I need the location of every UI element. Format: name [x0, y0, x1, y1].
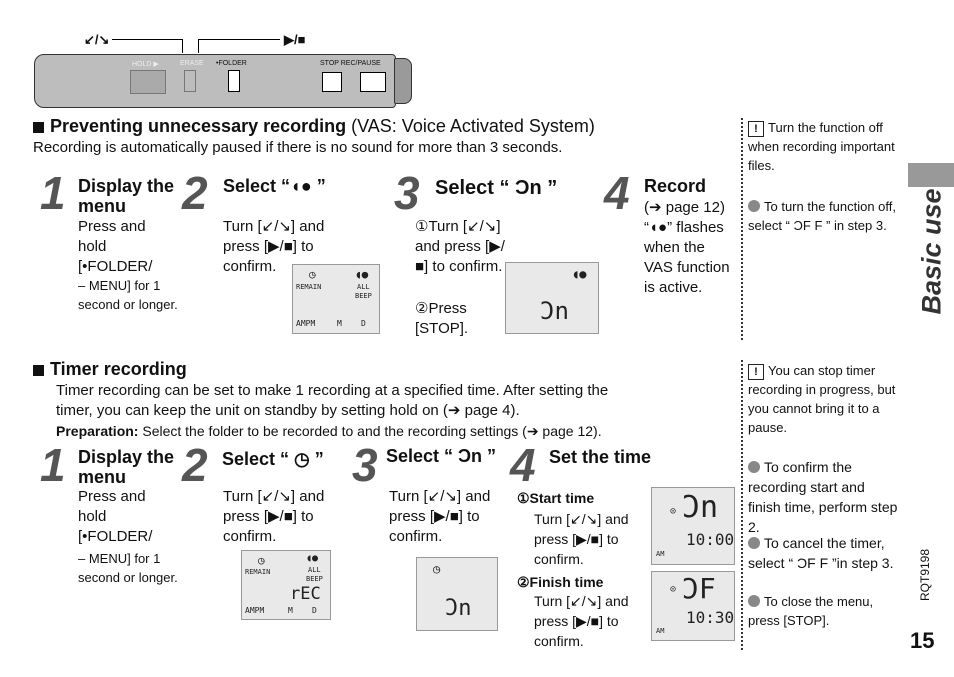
timer-step3-head: Select “ Ɔn ”	[386, 446, 497, 466]
erase-button[interactable]	[184, 70, 196, 92]
timer-lcd-step2: ◷ REMAIN ◖● ALL BEEP rEC AMPM M D	[241, 550, 331, 620]
hold-label: HOLD ▶	[132, 61, 159, 68]
device-illustration: ↙/↘ ▶/■ HOLD ▶ ERASE •FOLDER STOP REC/PA…	[30, 30, 415, 110]
hold-switch[interactable]	[130, 70, 166, 94]
vas-step1-head: Display the menu	[78, 176, 175, 216]
side-divider-2	[741, 360, 743, 650]
stop-rec-label: STOP REC/PAUSE	[320, 60, 381, 67]
vas-step3-head: Select “ Ɔn ”	[435, 177, 558, 199]
timer-step1-body1: Press and hold [•FOLDER/	[78, 488, 153, 545]
side1-note1: !Turn the function off when recording im…	[748, 120, 895, 173]
vas-step2-body: Turn [↙/↘] and press [▶/■] to confirm.	[223, 218, 325, 275]
basic-use-tab	[908, 163, 954, 187]
side2-note1: !You can stop timer recording in progres…	[748, 363, 896, 435]
vas-step4-head: Record	[644, 176, 707, 196]
timer-step4-number: 4	[510, 439, 536, 491]
side1-note2: To turn the function off, select “ ƆF F …	[748, 199, 897, 233]
play-stop-label: ▶/■	[284, 32, 306, 47]
vas-lcd-step2: ◷ REMAIN ◖● ALL BEEP AMPM M D	[292, 264, 380, 334]
timer-step2-body: Turn [↙/↘] and press [▶/■] to confirm.	[223, 488, 325, 545]
side2-note4: To close the menu, press [STOP].	[748, 594, 874, 628]
vas-icon: ◖●	[306, 553, 319, 564]
timer-icon: ⊙	[670, 584, 677, 595]
timer-step1-body2: – MENU] for 1 second or longer.	[78, 551, 178, 585]
erase-label: ERASE	[180, 60, 204, 67]
vas-flash-icon: ◖●	[572, 267, 587, 281]
timer-lcd-start: ⊙ Ɔn 10:00 AM	[651, 487, 735, 565]
clock-icon: ◷	[309, 268, 316, 281]
timer-step2-number: 2	[182, 439, 208, 491]
bullet-icon	[748, 595, 760, 607]
vas-step3-body1: ①Turn [↙/↘] and press [▶/■] to confirm.	[415, 218, 505, 275]
side2-note2: To confirm the recording start and finis…	[748, 459, 898, 535]
timer-finish-body: Turn [↙/↘] and press [▶/■] to confirm.	[534, 593, 629, 649]
vas-subtitle: Recording is automatically paused if the…	[33, 139, 563, 156]
timer-step1-head: Display the menu	[78, 447, 175, 487]
heading-square-icon	[33, 365, 44, 376]
timer-start-body: Turn [↙/↘] and press [▶/■] to confirm.	[534, 511, 629, 567]
bullet-icon	[748, 537, 760, 549]
rec-pause-button[interactable]	[360, 72, 386, 92]
caution-icon: !	[748, 121, 764, 137]
timer-step3-body: Turn [↙/↘] and press [▶/■] to confirm.	[389, 488, 491, 545]
vas-step4-body: (➔ page 12) “◖●” flashes when the VAS fu…	[644, 199, 730, 296]
vas-step1-body2: – MENU] for 1 second or longer.	[78, 278, 178, 312]
vas-lcd-step3: ◖● Ɔn	[505, 262, 599, 334]
timer-prep: Preparation: Select the folder to be rec…	[56, 423, 602, 439]
bullet-icon	[748, 200, 760, 212]
timer-line2: timer, you can keep the unit on standby …	[56, 402, 520, 419]
timer-step1-number: 1	[40, 439, 66, 491]
timer-heading: Timer recording	[33, 358, 187, 380]
basic-use-label: Basic use	[916, 188, 947, 315]
folder-button[interactable]	[228, 70, 240, 92]
vas-step2-head: Select “◖● ”	[223, 176, 326, 196]
vas-step1-number: 1	[40, 167, 66, 219]
timer-line1: Timer recording can be set to make 1 rec…	[56, 382, 609, 399]
timer-finish-label: ②Finish time	[517, 574, 604, 590]
timer-lcd-step3: ◷ Ɔn	[416, 557, 498, 631]
stop-button[interactable]	[322, 72, 342, 92]
clock-flash-icon: ◷	[433, 562, 441, 576]
heading-square-icon	[33, 122, 44, 133]
timer-step2-head: Select “ ◷ ”	[222, 449, 324, 469]
vas-step2-number: 2	[182, 167, 208, 219]
timer-icon: ⊙	[670, 506, 677, 517]
vas-heading: Preventing unnecessary recording (VAS: V…	[33, 115, 595, 137]
dial-label: ↙/↘	[84, 32, 110, 47]
side2-note3: To cancel the timer, select “ ƆF F ”in s…	[748, 535, 894, 571]
page-number: 15	[910, 628, 935, 653]
vas-step3-body2: ②Press [STOP].	[415, 300, 469, 337]
vas-icon: ◖●	[355, 268, 369, 281]
vas-step4-number: 4	[604, 167, 630, 219]
clock-flash-icon: ◷	[258, 554, 265, 567]
caution-icon: !	[748, 364, 764, 380]
timer-lcd-finish: ⊙ ƆF 10:30 AM	[651, 571, 735, 641]
vas-step1-body1: Press and hold [•FOLDER/	[78, 218, 153, 275]
timer-step4-head: Set the time	[549, 447, 652, 467]
vas-step3-number: 3	[394, 167, 420, 219]
side-divider-1	[741, 118, 743, 340]
doc-code: RQT9198	[918, 548, 932, 602]
timer-step3-number: 3	[352, 439, 378, 491]
bullet-icon	[748, 461, 760, 473]
timer-start-label: ①Start time	[517, 490, 595, 506]
folder-label: •FOLDER	[216, 60, 247, 67]
